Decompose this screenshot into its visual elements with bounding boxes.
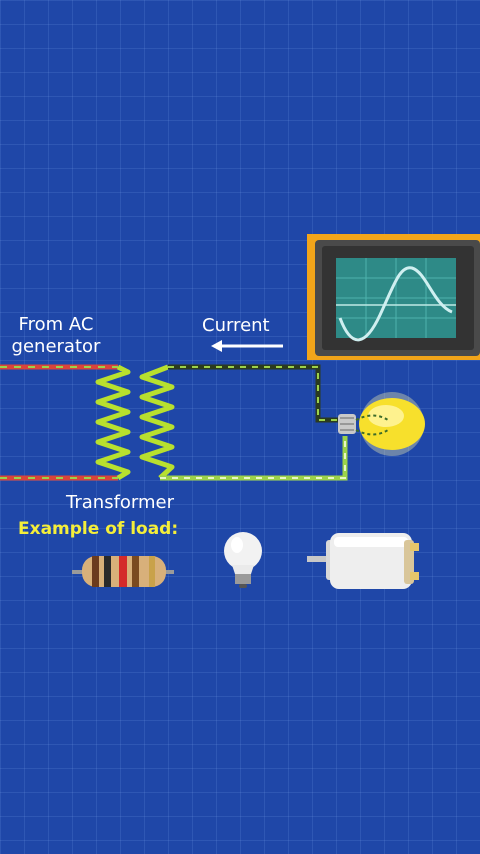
oscilloscope-icon xyxy=(307,234,480,360)
transformer-label: Transformer xyxy=(66,492,175,513)
resistor-icon xyxy=(72,556,174,587)
secondary-circuit-wires xyxy=(160,364,348,481)
small-bulb-icon xyxy=(224,532,262,588)
transformer-primary-coil xyxy=(95,364,131,481)
transformer-secondary-coil xyxy=(139,364,175,480)
light-bulb-icon xyxy=(338,392,425,456)
example-of-load-label: Example of load: xyxy=(18,519,179,539)
current-label: Current xyxy=(202,315,270,336)
dc-motor-icon xyxy=(307,533,419,589)
arrow-left-icon xyxy=(211,340,283,352)
from-ac-generator-label: From AC generator xyxy=(11,314,101,357)
primary-circuit-wires xyxy=(0,364,118,481)
